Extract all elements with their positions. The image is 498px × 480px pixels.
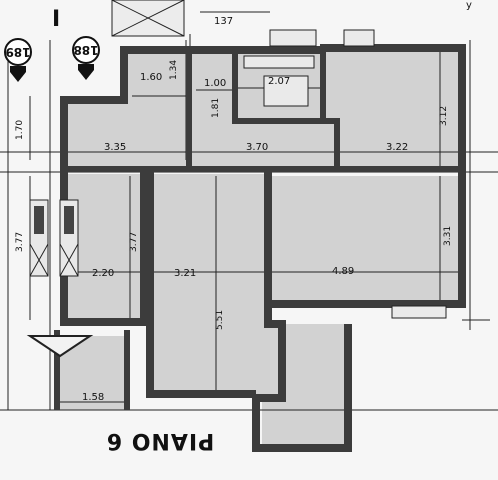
unit-marker-189: 189 (4, 38, 32, 82)
stair-shafts (29, 199, 79, 277)
dim-321: 3.21 (174, 268, 196, 279)
dim-335: 3.35 (104, 142, 126, 153)
dim-331: 3.31 (443, 226, 453, 246)
chute-symbol (26, 335, 94, 358)
dim-170: 1.70 (15, 120, 25, 140)
dim-160: 1.60 (140, 72, 162, 83)
unit-label-188: 188 (73, 43, 98, 57)
top-shaft (111, 0, 185, 37)
unit-marker-188: 188 (72, 36, 100, 80)
dim-489: 4.89 (332, 266, 354, 277)
dim-551: 5.51 (215, 310, 225, 330)
dim-100: 1.00 (204, 78, 226, 89)
dim-134: 1.34 (169, 60, 179, 80)
dim-220: 2.20 (92, 268, 114, 279)
dim-207: 2.07 (268, 76, 290, 87)
walls (54, 44, 466, 452)
dim-370: 3.70 (246, 142, 268, 153)
corner-letter: y (466, 0, 472, 11)
dim-377-mid: 3.77 (129, 232, 139, 252)
kitchen-fixtures (243, 29, 447, 319)
corner-mark: I (52, 7, 61, 32)
dim-322: 3.22 (386, 142, 408, 153)
dim-158: 1.58 (82, 392, 104, 403)
room-fills (58, 50, 462, 444)
dim-top-137: 137 (214, 16, 233, 27)
unit-label-189: 189 (5, 45, 30, 59)
dim-377-left: 3.77 (15, 232, 25, 252)
floor-title: PIANO 6 (106, 428, 214, 453)
dim-181: 1.81 (211, 98, 221, 118)
dim-312: 3.12 (439, 106, 449, 126)
dimension-labels: 137 1.60 1.34 1.00 1.81 2.07 3.12 1.70 3… (15, 16, 453, 403)
